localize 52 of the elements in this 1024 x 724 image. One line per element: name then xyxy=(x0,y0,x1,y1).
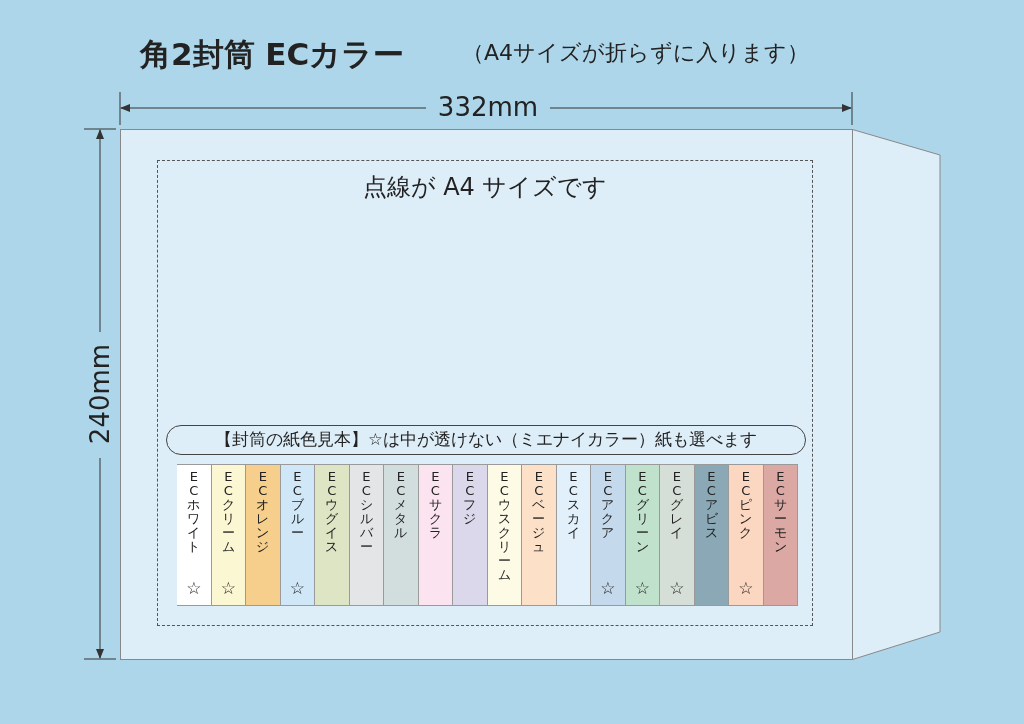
dimension-label: 332mm xyxy=(436,92,540,122)
area-caption: 点線が A4 サイズです xyxy=(361,172,609,203)
swatch-name: ECクリーム xyxy=(221,470,236,554)
color-swatch xyxy=(246,464,281,606)
color-swatch xyxy=(280,464,315,606)
star-mark: ☆ xyxy=(668,580,686,597)
swatch-name: ECオレンジ xyxy=(255,470,270,554)
swatch-name: ECアクア xyxy=(600,470,615,540)
swatch-name: ECベージュ xyxy=(531,470,546,554)
envelope-flap xyxy=(852,129,941,660)
swatch-name: ECブルー xyxy=(290,470,305,540)
swatch-name: ECサクラ xyxy=(428,470,443,540)
a4-area xyxy=(157,160,813,626)
swatch-name: ECグレイ xyxy=(669,470,684,540)
swatch-name: ECサーモン xyxy=(773,470,788,554)
swatch-name: ECフジ xyxy=(462,470,477,526)
color-swatch xyxy=(591,464,626,606)
star-mark: ☆ xyxy=(185,580,203,597)
color-swatch xyxy=(522,464,557,606)
color-swatch xyxy=(660,464,695,606)
swatch-name: ECシルバー xyxy=(359,470,374,554)
color-swatch xyxy=(177,464,212,606)
color-swatch xyxy=(694,464,729,606)
swatch-name: ECグリーン xyxy=(635,470,650,554)
color-swatch xyxy=(315,464,350,606)
color-swatch xyxy=(556,464,591,606)
color-swatch xyxy=(763,464,798,606)
title: 角2封筒 ECカラー xyxy=(140,35,405,74)
color-swatch xyxy=(625,464,660,606)
star-mark: ☆ xyxy=(599,580,617,597)
note-pill: 【封筒の紙色見本】☆は中が透けない（ミエナイカラー）紙も選べます xyxy=(166,425,806,455)
color-swatch xyxy=(211,464,246,606)
star-mark: ☆ xyxy=(633,580,651,597)
star-mark: ☆ xyxy=(288,580,306,597)
star-mark: ☆ xyxy=(737,580,755,597)
swatch-name: ECピンク xyxy=(738,470,753,540)
color-swatch xyxy=(453,464,488,606)
dimension-label: 240mm xyxy=(85,342,115,447)
swatch-name: ECアビス xyxy=(704,470,719,540)
subtitle: （A4サイズが折らずに入ります） xyxy=(462,39,810,67)
swatch-name: ECスカイ xyxy=(566,470,581,540)
color-swatch xyxy=(487,464,522,606)
color-swatch xyxy=(729,464,764,606)
color-swatch xyxy=(418,464,453,606)
swatch-name: ECホワイト xyxy=(186,470,201,554)
envelope xyxy=(120,129,853,660)
color-swatch xyxy=(384,464,419,606)
swatch-name: ECメタル xyxy=(393,470,408,540)
color-swatch xyxy=(349,464,384,606)
star-mark: ☆ xyxy=(219,580,237,597)
swatch-name: ECウスクリーム xyxy=(497,470,512,582)
swatch-name: ECウグイス xyxy=(324,470,339,554)
